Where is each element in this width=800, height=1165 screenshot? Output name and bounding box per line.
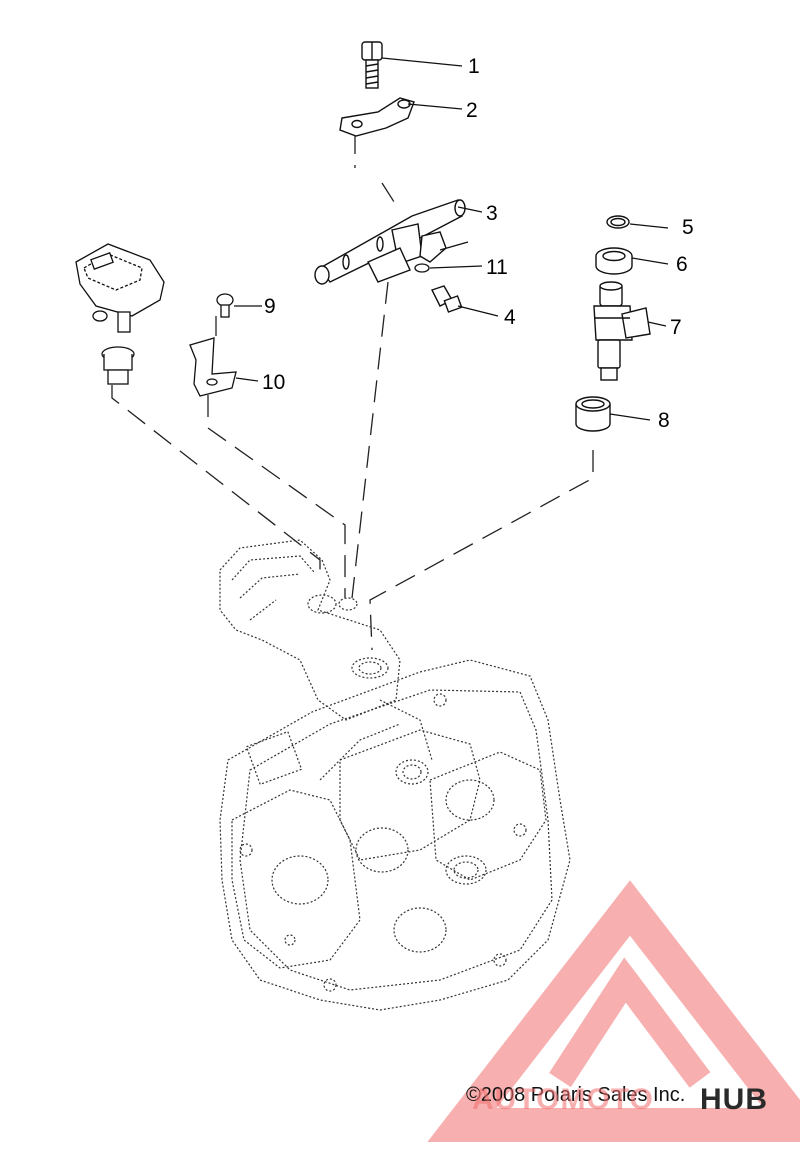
callout-2: 2 (466, 99, 478, 122)
part-11-washer (414, 263, 430, 273)
callout-7: 7 (670, 316, 682, 339)
part-7-fuel-injector (593, 281, 651, 381)
watermark-text-main: AUTOMOTO (472, 1083, 654, 1116)
callout-11: 11 (486, 256, 508, 279)
part-5-o-ring (606, 215, 630, 229)
part-3-fuel-rail (314, 199, 469, 285)
part-4-bolt (431, 285, 463, 313)
engine-head-phantom (219, 539, 571, 1011)
part-8-sleeve (575, 396, 611, 432)
part-6-seal (595, 247, 633, 275)
callout-9: 9 (264, 295, 276, 318)
part-1-bolt (361, 41, 383, 89)
callout-4: 4 (504, 306, 516, 329)
callout-labels: 1 2 3 4 5 6 7 8 9 10 11 (262, 55, 694, 432)
callout-5: 5 (682, 216, 694, 239)
copyright-text: ©2008 Polaris Sales Inc. (466, 1084, 686, 1106)
part-sensor (75, 243, 165, 333)
part-plug (101, 346, 135, 385)
watermark-text-tail: HUB (700, 1083, 768, 1116)
watermark-logo (427, 880, 800, 1142)
part-9-screw (216, 293, 234, 318)
callout-1: 1 (468, 55, 480, 78)
callout-6: 6 (676, 253, 688, 276)
callout-leaders (215, 57, 669, 421)
part-10-clip (189, 337, 237, 397)
callout-8: 8 (658, 409, 670, 432)
callout-3: 3 (486, 202, 498, 225)
callout-10: 10 (262, 371, 285, 394)
part-2-bracket (339, 97, 415, 137)
leader-lines (111, 132, 594, 651)
